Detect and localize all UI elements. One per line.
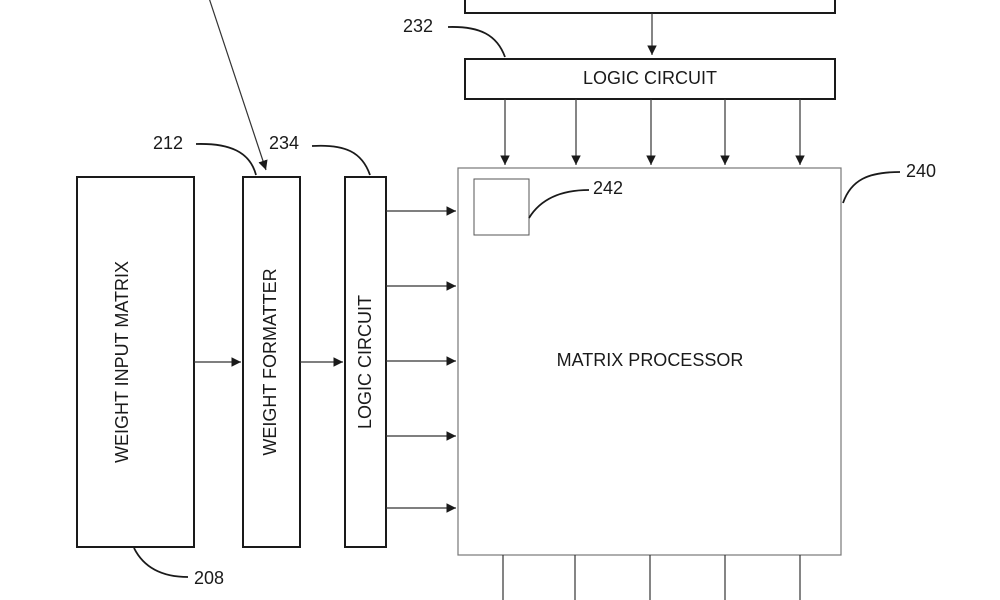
ref-240-leader bbox=[842, 171, 901, 204]
logic-circuit-top-block bbox=[464, 58, 836, 100]
weight-input-matrix-label: WEIGHT INPUT MATRIX bbox=[112, 261, 132, 463]
logic-circuit-top-label: LOGIC CIRCUIT bbox=[583, 68, 717, 88]
ref-234: 234 bbox=[269, 133, 299, 153]
upper-leader-line bbox=[209, 0, 268, 171]
ref-234-leader bbox=[311, 144, 371, 176]
logic-circuit-left-block bbox=[344, 176, 387, 548]
ref-208-leader bbox=[133, 547, 189, 578]
ref-232: 232 bbox=[403, 16, 433, 36]
logic-circuit-left-label: LOGIC CIRCUIT bbox=[355, 295, 375, 429]
ref-240: 240 bbox=[906, 161, 936, 181]
matrix-processor-label: MATRIX PROCESSOR bbox=[557, 350, 744, 370]
weight-formatter-label: WEIGHT FORMATTER bbox=[260, 268, 280, 455]
ref-212: 212 bbox=[153, 133, 183, 153]
ref-242: 242 bbox=[593, 178, 623, 198]
processing-element-block bbox=[473, 178, 530, 236]
weight-input-matrix-block bbox=[76, 176, 195, 548]
ref-242-leader bbox=[528, 189, 590, 219]
top-block bbox=[464, 0, 836, 14]
ref-212-leader bbox=[195, 143, 257, 176]
weight-formatter-block bbox=[242, 176, 301, 548]
ref-208: 208 bbox=[194, 568, 224, 588]
ref-232-leader bbox=[447, 26, 506, 58]
